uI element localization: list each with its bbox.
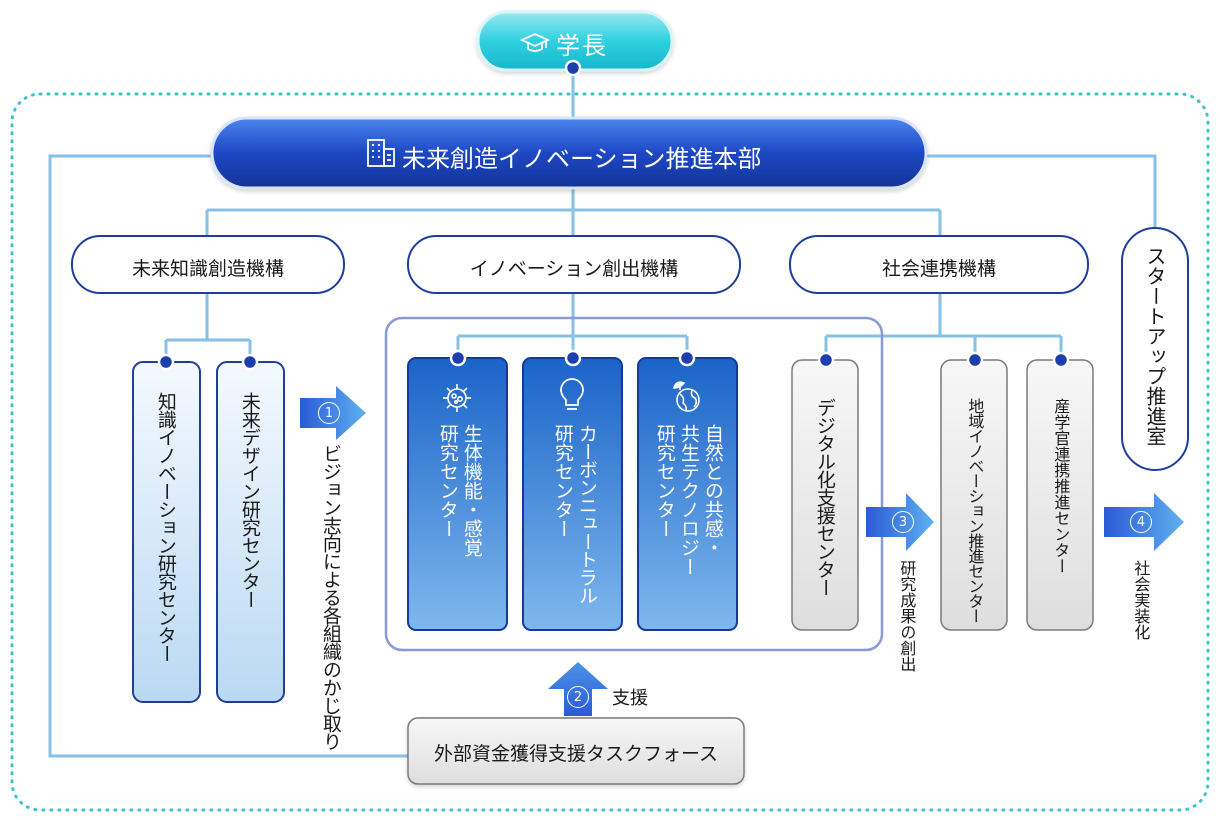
arrow-4-number: 4 <box>1130 511 1152 533</box>
center-label-nature-2: 共生テクノロジー <box>677 424 700 576</box>
startup-box <box>1121 227 1189 471</box>
junction-dots <box>157 59 1070 371</box>
graduation-cap-icon <box>519 33 551 52</box>
virus-icon <box>443 384 471 412</box>
lightbulb-icon <box>560 378 584 410</box>
president-label: 学長 <box>556 32 608 60</box>
arrow-1-label: ビジョン志向による各組織のかじ取り <box>319 444 342 750</box>
arrow-3-number: 3 <box>892 511 914 533</box>
center-label-future-design: 未来デザイン研究センター <box>238 392 261 608</box>
taskforce-label: 外部資金獲得支援タスクフォース <box>433 743 719 765</box>
center-label-nature-3: 研究センター <box>653 424 676 538</box>
org-label-knowledge: 未来知識創造機構 <box>131 258 284 280</box>
arrow-3-label: 研究成果の創出 <box>897 560 917 672</box>
earth-plant-icon <box>672 381 700 412</box>
arrow-4-label: 社会実装化 <box>1131 560 1151 640</box>
center-label-digital: デジタル化支援センター <box>813 398 836 596</box>
org-label-social: 社会連携機構 <box>881 258 996 280</box>
arrow-1-number: 1 <box>318 402 340 424</box>
center-label-knowledge-innovation: 知識イノベーション研究センター <box>154 392 177 662</box>
taskforce-box <box>407 717 745 785</box>
org-box-innovation <box>407 235 741 294</box>
org-label-innovation: イノベーション創出機構 <box>469 258 679 280</box>
center-label-bio-1: 生体機能・感覚 <box>460 424 483 557</box>
center-label-bio-2: 研究センター <box>436 424 459 538</box>
center-label-carbon-2: 研究センター <box>551 424 574 538</box>
center-label-regional: 地域イノベーション推進センター <box>965 398 985 623</box>
org-box-social <box>789 235 1089 294</box>
arrow-2-number: 2 <box>567 686 589 708</box>
innovation-group-frame <box>384 316 884 652</box>
building-icon <box>367 139 395 167</box>
startup-label: スタートアップ推進室 <box>1143 246 1167 446</box>
outer-dotted-frame <box>10 92 1210 812</box>
org-box-knowledge <box>71 235 345 294</box>
center-label-industry: 産学官連携推進センター <box>1051 398 1071 574</box>
arrow-2-label: 支援 <box>612 688 648 709</box>
connector-lines <box>48 68 1157 758</box>
center-label-carbon-1: カーボンニュートラル <box>575 424 598 604</box>
hq-label: 未来創造イノベーション推進本部 <box>402 145 762 173</box>
center-label-nature-1: 自然との共感・ <box>701 424 724 557</box>
hq-box <box>210 116 928 190</box>
